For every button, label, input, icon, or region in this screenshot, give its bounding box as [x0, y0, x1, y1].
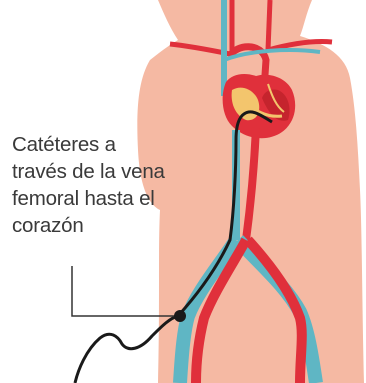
carotid-artery-right — [268, 0, 270, 50]
callout-line-3: femoral hasta el — [12, 185, 202, 212]
callout-line-1: Catéteres a — [12, 131, 202, 158]
catheter-entry-marker — [174, 310, 186, 322]
callout-line-2: través de la vena — [12, 158, 202, 185]
catheter-callout-label: Catéteres a través de la vena femoral ha… — [12, 131, 202, 239]
callout-line-4: corazón — [12, 212, 202, 239]
